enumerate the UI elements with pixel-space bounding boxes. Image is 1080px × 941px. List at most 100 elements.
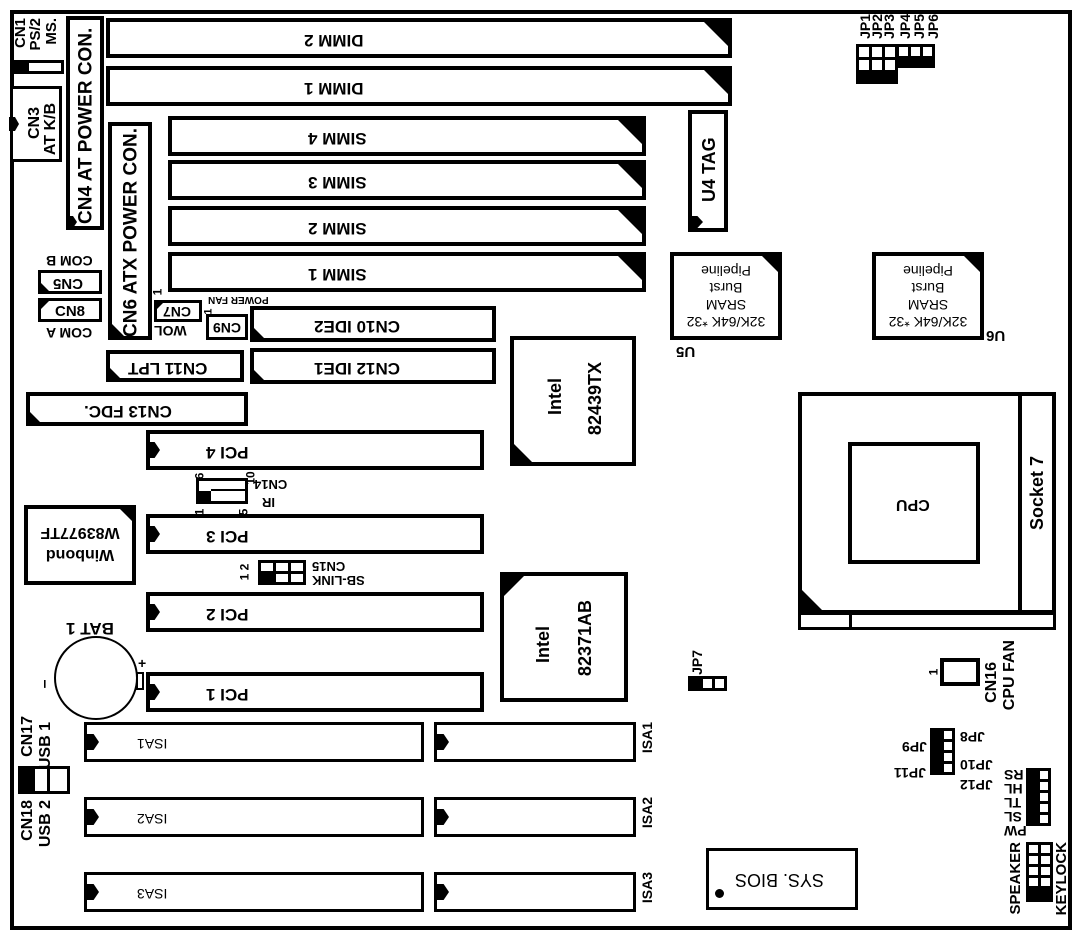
- sram-u5-line2: SRAM: [705, 297, 747, 313]
- cn15-sb-link-connector: [258, 560, 306, 585]
- motherboard-outline: [10, 10, 1072, 930]
- cn7-label: CN7: [163, 304, 192, 320]
- jp3-label: JP3: [881, 14, 897, 39]
- jp9-label: JP9: [902, 739, 927, 755]
- pci-3-label: PCI 3: [206, 527, 249, 546]
- cn3-connector: CN3 AT K/B: [9, 86, 62, 162]
- pci-2-label: PCI 2: [206, 605, 249, 624]
- keylock-label: KEYLOCK: [1053, 842, 1070, 916]
- sram-u6-line1: 32K/64K *32: [888, 314, 968, 330]
- ir-label: IR: [262, 495, 275, 510]
- cn7-wol-connector: CN7: [154, 300, 202, 322]
- battery-label: BAT 1: [66, 619, 114, 638]
- cpu-chip: CPU: [848, 442, 980, 564]
- jp8-jp12-block: [930, 728, 955, 775]
- socket-7-label: Socket 7: [1027, 456, 1047, 531]
- cn14-ir-connector: [196, 478, 248, 504]
- pci-slot-2: PCI 2: [146, 592, 484, 632]
- superio-winbond-chip: Winbond W83977TF: [24, 505, 136, 585]
- sl-label: SL: [1004, 809, 1022, 825]
- cn3-label: CN3: [26, 107, 43, 140]
- cn9-label: CN9: [213, 320, 242, 336]
- usb-connector: [18, 766, 70, 794]
- battery-bat1: [54, 636, 138, 720]
- cn5-label: CN5: [53, 275, 84, 292]
- pci-slot-3: PCI 3: [146, 514, 484, 554]
- cn16-label: CN16: [983, 662, 1000, 703]
- isa2-left-label: ISA2: [137, 811, 168, 827]
- u5-label: U5: [676, 343, 696, 360]
- speaker-label: SPEAKER: [1007, 842, 1024, 915]
- jp4-label: JP4: [897, 14, 913, 39]
- cn16-pin1: 1: [926, 668, 941, 676]
- isa-slot-2-right: [434, 797, 636, 837]
- cpu-label: CPU: [896, 496, 930, 513]
- cn12-ide1-connector: CN12 IDE1: [250, 348, 496, 384]
- cn1-label: CN1: [12, 18, 29, 49]
- isa2-right-label: ISA2: [639, 797, 655, 829]
- cn15-pins: 1 2: [237, 563, 252, 581]
- cn15-label: CN15: [312, 559, 346, 574]
- jp12-label: JP12: [960, 777, 993, 793]
- cn13-fdc-connector: CN13 FDC.: [26, 392, 248, 426]
- jp6-label: JP6: [925, 14, 941, 39]
- cn8-label: CN8: [55, 303, 86, 320]
- cn14-pin5: 5: [236, 508, 251, 516]
- isa1-left-label: ISA1: [137, 736, 168, 752]
- jp10-label: JP10: [960, 757, 993, 773]
- simm-3-label: SIMM 3: [308, 173, 367, 192]
- superio-line1: W83977TF: [40, 524, 120, 541]
- cn4-at-power-connector: CN4 AT POWER CON.: [66, 16, 104, 230]
- jp7-label: JP7: [689, 650, 705, 675]
- cpu-fan-label: CPU FAN: [1001, 640, 1018, 711]
- com-b-label: COM B: [46, 253, 93, 269]
- u4-label: U4 TAG: [699, 137, 719, 203]
- simm-1-label: SIMM 1: [308, 265, 367, 284]
- cn9-power-fan-connector: CN9: [206, 314, 248, 340]
- u6-label: U6: [986, 327, 1006, 344]
- cn5-connector: CN5: [38, 270, 102, 294]
- cn3-desc: AT K/B: [42, 103, 59, 156]
- isa3-left-label: ISA3: [137, 886, 168, 902]
- cn13-label: CN13 FDC.: [84, 402, 172, 421]
- rs-label: RS: [1004, 767, 1024, 783]
- isa-slot-3-left: ISA3: [84, 872, 424, 912]
- northbridge-line2: 82439TX: [585, 362, 605, 436]
- hl-label: HL: [1004, 781, 1023, 797]
- jp7-jumper: [688, 676, 727, 691]
- sram-u5-line1: 32K/64K *32: [686, 314, 766, 330]
- cn6-atx-power-connector: CN6 ATX POWER CON.: [108, 122, 152, 340]
- cn8-connector: CN8: [38, 298, 102, 322]
- jp11-label: JP11: [894, 765, 926, 781]
- cpu-socket-7: Socket 7 CPU: [798, 392, 1056, 614]
- simm-2-label: SIMM 2: [308, 219, 367, 238]
- jp5-label: JP5: [911, 14, 927, 39]
- cn14-pin1: 1: [192, 508, 207, 516]
- cn18-label: CN18: [19, 800, 36, 841]
- speaker-keylock-header: [1026, 842, 1053, 902]
- cn1-desc: PS/2: [27, 18, 44, 51]
- dimm-1-label: DIMM 1: [304, 79, 364, 98]
- northbridge-line1: Intel: [545, 378, 565, 416]
- jp1-jp3-block: [856, 44, 898, 84]
- sram-u6-line4: Pipeline: [903, 263, 953, 279]
- battery-plus: +: [138, 655, 147, 671]
- cn4-label: CN4 AT POWER CON.: [75, 27, 97, 225]
- isa1-right-label: ISA1: [639, 722, 655, 754]
- cn12-label: CN12 IDE1: [314, 359, 400, 378]
- cn16-cpu-fan-connector: [940, 658, 980, 686]
- sys-bios-chip: SYS. BIOS: [706, 848, 858, 910]
- pci-slot-1: PCI 1: [146, 672, 484, 712]
- pci-1-label: PCI 1: [206, 685, 249, 704]
- battery-terminal: [136, 672, 144, 690]
- cn7-pin1-label: 1: [150, 288, 165, 296]
- cn17-label: CN17: [19, 716, 36, 757]
- jp8-label: JP8: [960, 729, 985, 745]
- simm-slot-3: SIMM 3: [168, 160, 646, 200]
- pci-4-label: PCI 4: [206, 443, 249, 462]
- sram-u5-line3: Burst: [709, 280, 743, 296]
- sram-u6-line2: SRAM: [907, 297, 949, 313]
- simm-slot-1: SIMM 1: [168, 252, 646, 292]
- front-panel-header: [1026, 768, 1051, 826]
- pci-slot-4: PCI 4: [146, 430, 484, 470]
